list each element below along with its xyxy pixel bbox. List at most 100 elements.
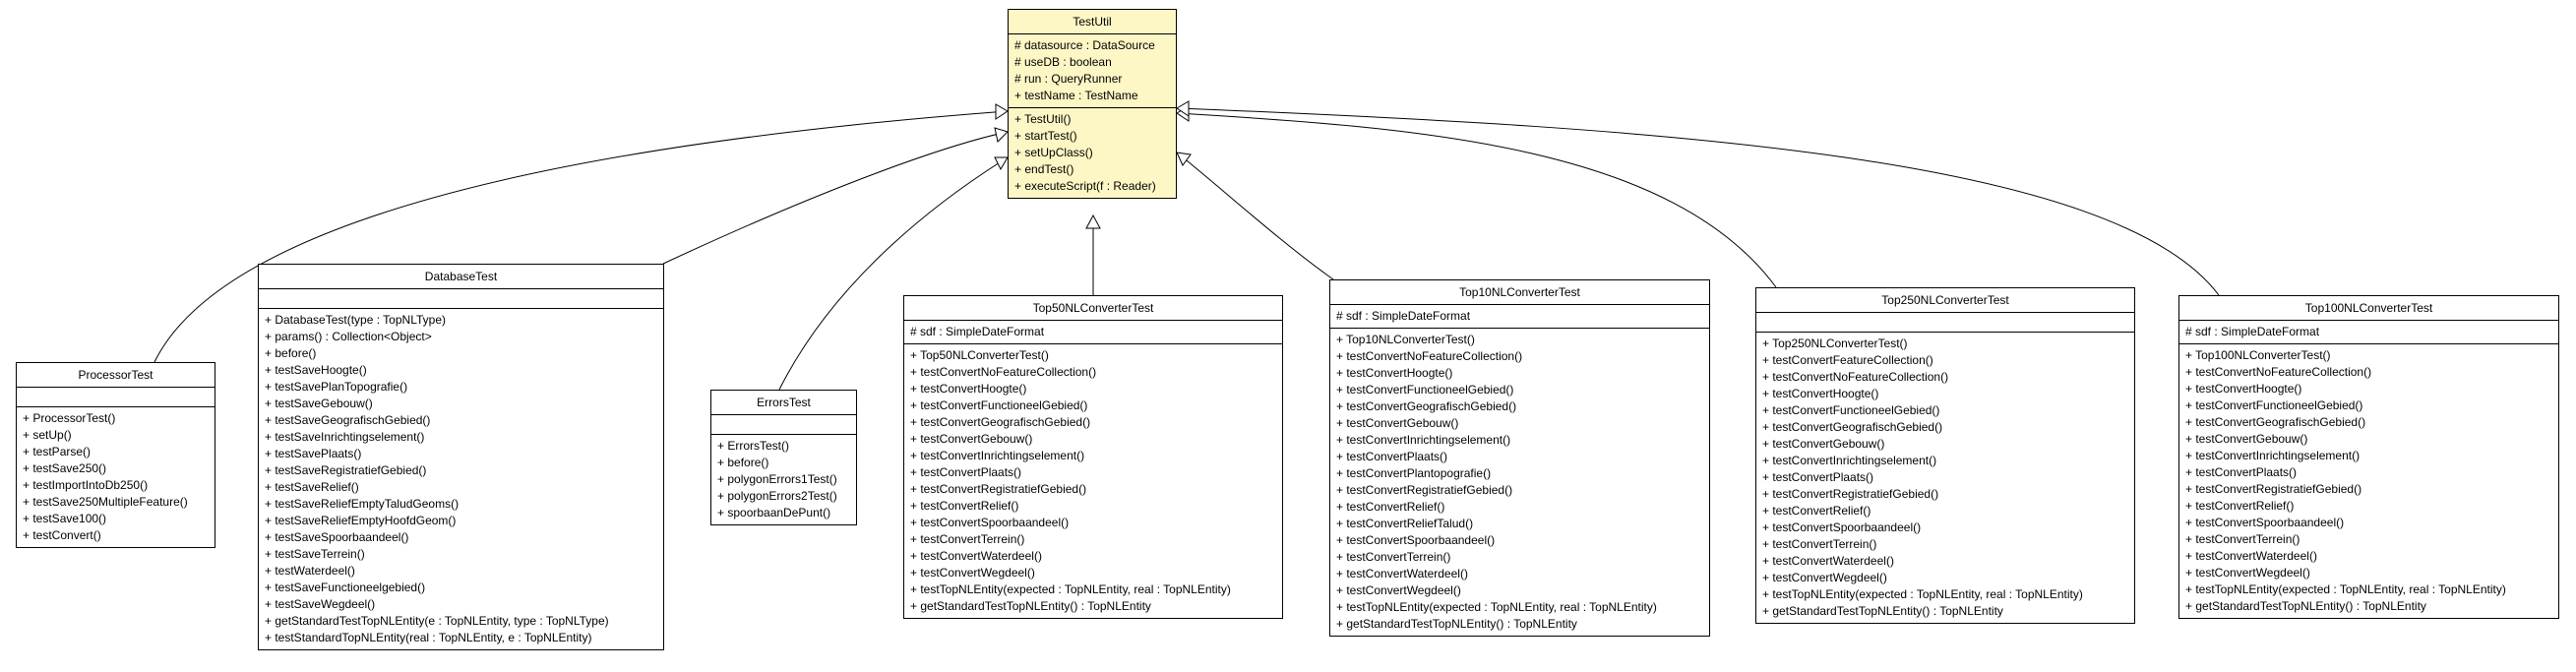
operations-compartment: + Top100NLConverterTest() + testConvertNo… (2179, 343, 2558, 618)
class-operation: + getStandardTestTopNLEntity() : TopNLEn… (910, 599, 1151, 613)
class-top10nlconvertertest[interactable]: Top10NLConverterTest # sdf : SimpleDateF… (1329, 279, 1710, 637)
class-operation: + testSaveTerrein() (265, 547, 365, 561)
class-operation: + testConvertFunctioneelGebied() (910, 398, 1088, 412)
class-operation: + testTopNLEntity(expected : TopNLEntity… (2185, 582, 2506, 596)
class-operation: + getStandardTestTopNLEntity(e : TopNLEn… (265, 614, 609, 628)
class-operation: + testStandardTopNLEntity(real : TopNLEn… (265, 631, 592, 644)
class-operation: + testConvertNoFeatureCollection() (1762, 370, 1949, 384)
class-top50nlconvertertest[interactable]: Top50NLConverterTest # sdf : SimpleDateF… (903, 295, 1283, 619)
class-operation: + testConvertReliefTalud() (1336, 517, 1474, 530)
operations-compartment: + Top250NLConverterTest() + testConvertFe… (1756, 332, 2134, 623)
class-operation: + testConvertTerrein() (1762, 537, 1877, 551)
edge-errorstest-testutil (778, 156, 1009, 391)
class-operation: + testConvertRelief() (1762, 504, 1871, 518)
class-operation: + testConvertGebouw() (2185, 432, 2308, 446)
class-operation: + testConvertFunctioneelGebied() (1336, 383, 1514, 397)
class-operation: + TestUtil() (1014, 112, 1072, 126)
class-name: TestUtil (1073, 15, 1112, 29)
edge-top10-testutil (1176, 152, 1334, 280)
class-operation: + testConvertGebouw() (1762, 437, 1885, 451)
class-operation: + before() (265, 346, 317, 360)
class-attribute: # datasource : DataSource (1014, 38, 1155, 52)
class-operation: + testConvertInrichtingselement() (2185, 449, 2361, 462)
class-operation: + testConvertFeatureCollection() (1762, 353, 1933, 367)
class-operation: + executeScript(f : Reader) (1014, 179, 1156, 193)
class-name: ErrorsTest (757, 396, 811, 409)
class-operation: + testTopNLEntity(expected : TopNLEntity… (1762, 587, 2083, 601)
class-operation: + polygonErrors2Test() (717, 489, 837, 503)
class-operation: + testConvertGeografischGebied() (2185, 415, 2366, 429)
operations-compartment: + ProcessorTest()+ setUp()+ testParse()+… (17, 406, 215, 547)
class-operation: + ErrorsTest() (717, 439, 790, 453)
class-operation: + testSaveRegistratiefGebied() (265, 463, 427, 477)
class-operation: + params() : Collection<Object> (265, 330, 432, 343)
class-operation: + testConvertWegdeel() (1336, 583, 1461, 597)
class-databasetest[interactable]: DatabaseTest + DatabaseTest(type : TopNL… (258, 264, 664, 650)
edge-top250-testutil (1176, 112, 1777, 288)
class-operation: + testConvertNoFeatureCollection() (1336, 349, 1523, 363)
class-operation: + testTopNLEntity(expected : TopNLEntity… (1336, 600, 1657, 614)
class-operation: + testConvertSpoorbaandeel() (2185, 516, 2345, 529)
class-attribute: # sdf : SimpleDateFormat (1336, 309, 1471, 323)
class-operation: + testConvertSpoorbaandeel() (910, 516, 1070, 529)
class-operation: + testConvertRegistratiefGebied() (1762, 487, 1939, 501)
generalization-arrowhead (994, 156, 1009, 171)
operations-compartment: + Top10NLConverterTest() + testConvertNoF… (1330, 328, 1709, 636)
class-name: Top10NLConverterTest (1459, 285, 1580, 299)
class-operation: + testConvertWaterdeel() (910, 549, 1042, 563)
class-attribute: # run : QueryRunner (1014, 72, 1123, 86)
class-operation: + testConvertRegistratiefGebied() (910, 482, 1087, 496)
class-processortest[interactable]: ProcessorTest + ProcessorTest()+ setUp()… (16, 362, 215, 548)
class-operation: + testSave250() (23, 461, 107, 475)
attributes-compartment (17, 387, 215, 406)
class-operation: + endTest() (1014, 162, 1074, 176)
generalization-arrowhead (1176, 100, 1190, 117)
class-operation: + testConvertGebouw() (1336, 416, 1459, 430)
class-operation: + testConvertGeografischGebied() (1762, 420, 1943, 434)
class-operation: + getStandardTestTopNLEntity() : TopNLEn… (1336, 617, 1577, 631)
class-operation: + testConvertGeografischGebied() (910, 415, 1091, 429)
class-operation: + testTopNLEntity(expected : TopNLEntity… (910, 582, 1231, 596)
class-operation: + testConvertFunctioneelGebied() (1762, 403, 1940, 417)
attributes-compartment (1756, 312, 2134, 332)
class-operation: + testConvertTerrein() (1336, 550, 1451, 564)
generalization-arrowhead (994, 127, 1009, 144)
edge-top100-testutil (1176, 107, 2220, 296)
class-operation: + DatabaseTest(type : TopNLType) (265, 313, 446, 327)
class-operation: + testConvertRelief() (1336, 500, 1445, 514)
class-attribute: # useDB : boolean (1014, 55, 1112, 69)
attributes-compartment (259, 288, 663, 308)
class-operation: + testConvertGeografischGebied() (1336, 399, 1517, 413)
class-operation: + testImportIntoDb250() (23, 478, 149, 492)
class-attribute: # sdf : SimpleDateFormat (2185, 325, 2320, 338)
class-operation: + testWaterdeel() (265, 564, 355, 578)
operations-compartment: + Top50NLConverterTest()+ testConvertNoF… (904, 343, 1282, 618)
class-operation: + testSaveWegdeel() (265, 597, 376, 611)
class-operation: + testSaveReliefEmptyHoofdGeom() (265, 514, 457, 527)
class-operation: + testSaveReliefEmptyTaludGeoms() (265, 497, 460, 511)
class-operation: + testConvert() (23, 528, 101, 542)
class-operation: + Top10NLConverterTest() (1336, 333, 1475, 346)
class-operation: + testConvertGebouw() (910, 432, 1033, 446)
class-operation: + testConvertTerrein() (2185, 532, 2300, 546)
class-name: Top50NLConverterTest (1032, 301, 1154, 315)
class-operation: + testConvertTerrein() (910, 532, 1025, 546)
class-operation: + testConvertNoFeatureCollection() (2185, 365, 2372, 379)
class-operation: + ProcessorTest() (23, 411, 116, 425)
class-operation: + testConvertRegistratiefGebied() (1336, 483, 1513, 497)
class-operation: + testConvertSpoorbaandeel() (1762, 520, 1922, 534)
class-errorstest[interactable]: ErrorsTest + ErrorsTest()+ before()+ pol… (710, 390, 857, 525)
class-operation: + spoorbaanDePunt() (717, 506, 831, 519)
class-operation: + Top250NLConverterTest() (1762, 336, 1908, 350)
class-top100nlconvertertest[interactable]: Top100NLConverterTest # sdf : SimpleDate… (2178, 295, 2559, 619)
class-operation: + testSaveInrichtingselement() (265, 430, 425, 444)
class-operation: + testConvertWaterdeel() (2185, 549, 2317, 563)
class-top250nlconvertertest[interactable]: Top250NLConverterTest + Top250NLConverte… (1755, 287, 2135, 624)
class-operation: + polygonErrors1Test() (717, 472, 837, 486)
class-operation: + setUpClass() (1014, 146, 1093, 159)
attributes-compartment: # sdf : SimpleDateFormat (2179, 320, 2558, 343)
class-operation: + Top100NLConverterTest() (2185, 348, 2331, 362)
attributes-compartment: # datasource : DataSource # useDB : boole… (1009, 33, 1176, 107)
class-testutil[interactable]: TestUtil # datasource : DataSource # useD… (1008, 9, 1177, 199)
class-operation: + testConvertPlaats() (2185, 465, 2298, 479)
